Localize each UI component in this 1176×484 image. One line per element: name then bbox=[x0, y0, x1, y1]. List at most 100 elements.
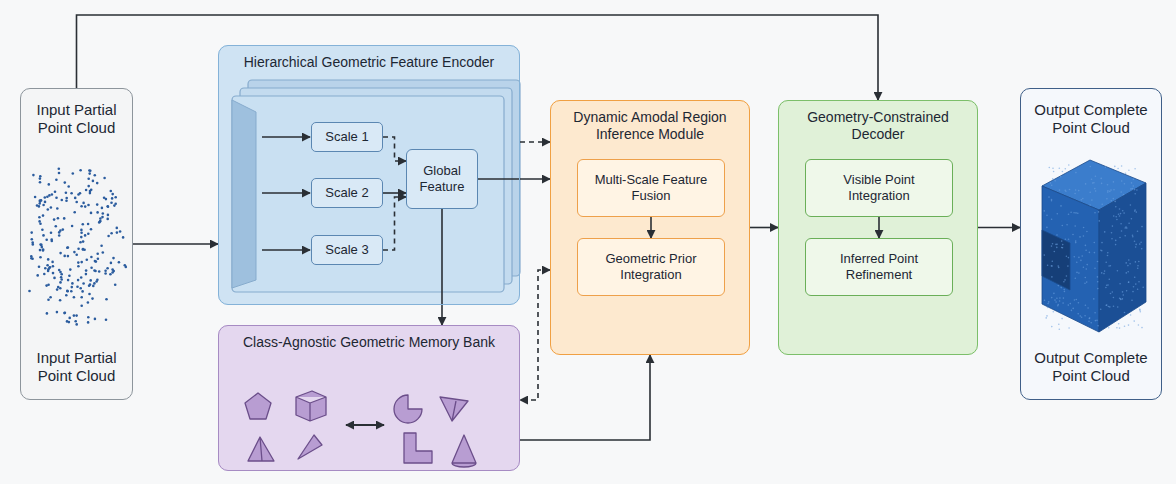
point bbox=[85, 189, 88, 192]
point bbox=[1051, 184, 1053, 186]
point bbox=[1076, 261, 1078, 263]
point bbox=[67, 255, 70, 258]
point bbox=[75, 314, 78, 317]
point bbox=[1053, 171, 1055, 173]
point bbox=[1074, 225, 1076, 227]
point bbox=[1114, 166, 1116, 168]
panel-title: Input Partial Point Cloud bbox=[27, 349, 126, 385]
point bbox=[95, 280, 98, 283]
point bbox=[1050, 182, 1052, 184]
point bbox=[1066, 255, 1068, 257]
point bbox=[119, 230, 122, 233]
point bbox=[1075, 172, 1077, 174]
point bbox=[1081, 255, 1083, 257]
point bbox=[1120, 213, 1122, 215]
point bbox=[65, 192, 68, 195]
point bbox=[56, 207, 59, 210]
point bbox=[1132, 188, 1134, 190]
point bbox=[74, 197, 77, 200]
retrieval-arrow bbox=[346, 424, 384, 426]
point bbox=[61, 199, 64, 202]
feature-layer bbox=[232, 96, 504, 292]
point bbox=[99, 220, 102, 223]
point bbox=[122, 236, 125, 239]
point bbox=[1125, 262, 1127, 264]
point bbox=[1051, 200, 1053, 202]
point bbox=[1119, 215, 1121, 217]
point bbox=[1051, 326, 1053, 328]
point bbox=[38, 202, 41, 205]
point bbox=[39, 181, 42, 184]
point bbox=[40, 244, 43, 247]
point bbox=[30, 257, 33, 260]
point bbox=[1045, 317, 1047, 319]
point bbox=[80, 296, 83, 299]
point bbox=[77, 248, 80, 251]
point bbox=[1136, 211, 1138, 213]
point bbox=[1058, 267, 1060, 269]
point bbox=[111, 271, 114, 274]
point bbox=[1111, 232, 1113, 234]
point bbox=[1055, 301, 1057, 303]
point bbox=[47, 268, 50, 271]
point bbox=[1091, 199, 1093, 201]
scale-box: Scale 2 bbox=[311, 178, 383, 208]
point bbox=[1054, 251, 1056, 253]
point bbox=[94, 174, 97, 177]
point bbox=[1133, 286, 1135, 288]
point bbox=[1115, 240, 1117, 242]
point bbox=[39, 199, 42, 202]
connector-arrow bbox=[478, 178, 550, 180]
inference-module-panel: Multi-Scale Feature FusionGeometric Prio… bbox=[550, 100, 750, 355]
panel-title: Input Partial Point Cloud bbox=[27, 101, 126, 137]
point bbox=[90, 256, 93, 259]
point bbox=[104, 270, 107, 273]
point bbox=[1132, 235, 1134, 237]
decoder-panel: Visible Point IntegrationInferred Point … bbox=[778, 100, 978, 355]
point bbox=[55, 197, 58, 200]
point bbox=[1094, 188, 1096, 190]
point bbox=[76, 286, 79, 289]
point bbox=[1080, 260, 1082, 262]
point bbox=[1061, 240, 1063, 242]
point bbox=[67, 246, 70, 249]
point bbox=[55, 178, 58, 181]
point bbox=[1071, 310, 1073, 312]
point bbox=[66, 290, 69, 293]
point bbox=[1097, 325, 1099, 327]
connector-arrow bbox=[133, 243, 218, 245]
point bbox=[110, 201, 113, 204]
point bbox=[96, 182, 99, 185]
panel-fill bbox=[1020, 88, 1162, 400]
point bbox=[52, 272, 55, 275]
point bbox=[1140, 311, 1142, 313]
point bbox=[41, 246, 44, 249]
point bbox=[1139, 309, 1141, 311]
point bbox=[1133, 320, 1135, 322]
point bbox=[1058, 324, 1060, 326]
point bbox=[59, 299, 62, 302]
point bbox=[1137, 267, 1139, 269]
point bbox=[1134, 189, 1136, 191]
point bbox=[36, 274, 39, 277]
point bbox=[1120, 298, 1122, 300]
point bbox=[1075, 240, 1077, 242]
point bbox=[1135, 261, 1137, 263]
point bbox=[60, 276, 63, 279]
point bbox=[1089, 252, 1091, 254]
point bbox=[42, 249, 45, 252]
point bbox=[1085, 250, 1087, 252]
point bbox=[1109, 306, 1111, 308]
point bbox=[1046, 214, 1048, 216]
geometric-prototype bbox=[404, 433, 432, 463]
point bbox=[1087, 307, 1089, 309]
point bbox=[1061, 247, 1063, 249]
dashed-connector bbox=[520, 270, 550, 400]
point bbox=[1068, 257, 1070, 259]
point bbox=[82, 223, 85, 226]
point bbox=[1068, 238, 1070, 240]
point bbox=[38, 266, 41, 269]
point bbox=[89, 192, 92, 195]
point bbox=[68, 275, 71, 278]
point bbox=[1104, 231, 1106, 233]
